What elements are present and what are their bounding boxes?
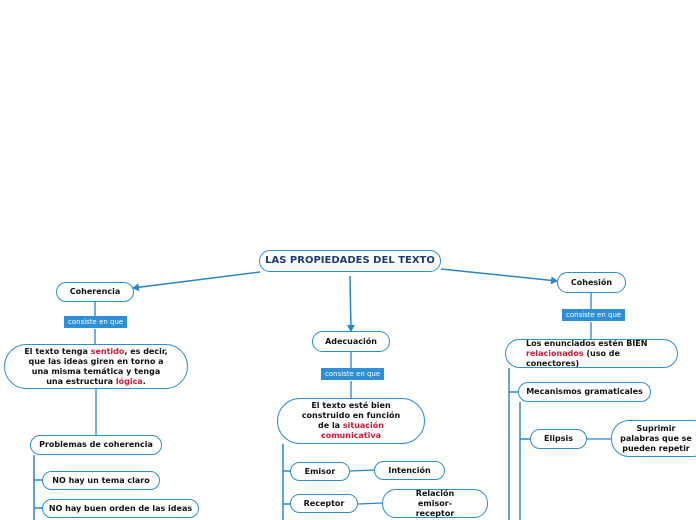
adecuacion-description[interactable]: El texto esté bien construido en función… — [277, 398, 425, 444]
problemas-coherencia-node[interactable]: Problemas de coherencia — [30, 435, 162, 455]
emisor-node[interactable]: Emisor — [290, 462, 350, 481]
coherencia-node[interactable]: Coherencia — [56, 282, 134, 302]
mecanismos-gramaticales-node[interactable]: Mecanismos gramaticales — [518, 382, 651, 402]
cohesion-description[interactable]: Los enunciados estén BIEN relacionados (… — [505, 339, 678, 368]
suprimir-palabras-node[interactable]: Suprimir palabras que se pueden repetir — [611, 420, 696, 457]
coherencia-description[interactable]: El texto tenga sentido, es decir, que la… — [4, 344, 188, 389]
cohesion-link-label: consiste en que — [562, 309, 626, 321]
connector-root-coherencia — [132, 271, 261, 292]
coherencia-link-label: consiste en que — [64, 316, 128, 328]
cohesion-description-text: Los enunciados estén BIEN relacionados (… — [526, 338, 648, 368]
coherencia-description-text: El texto tenga sentido, es decir, que la… — [24, 346, 168, 386]
suprimir-palabras-text: Suprimir palabras que se pueden repetir — [620, 423, 692, 453]
adecuacion-link-label: consiste en que — [321, 368, 385, 380]
root-topic[interactable]: LAS PROPIEDADES DEL TEXTO — [259, 250, 441, 272]
adecuacion-node[interactable]: Adecuación — [312, 331, 390, 352]
connector-root-cohesion — [440, 268, 558, 285]
adecuacion-description-text: El texto esté bien construido en función… — [301, 401, 401, 440]
connector-root-adecuacion — [346, 275, 355, 332]
elipsis-node[interactable]: Elipsis — [530, 429, 587, 449]
problem-item[interactable]: NO hay un tema claro — [42, 471, 160, 490]
intencion-node[interactable]: Intención — [374, 461, 445, 480]
relacion-node[interactable]: Relación emisor-receptor — [382, 489, 488, 518]
cohesion-node[interactable]: Cohesión — [557, 272, 626, 293]
receptor-node[interactable]: Receptor — [290, 494, 358, 513]
problem-item[interactable]: NO hay buen orden de las ideas — [42, 499, 199, 518]
